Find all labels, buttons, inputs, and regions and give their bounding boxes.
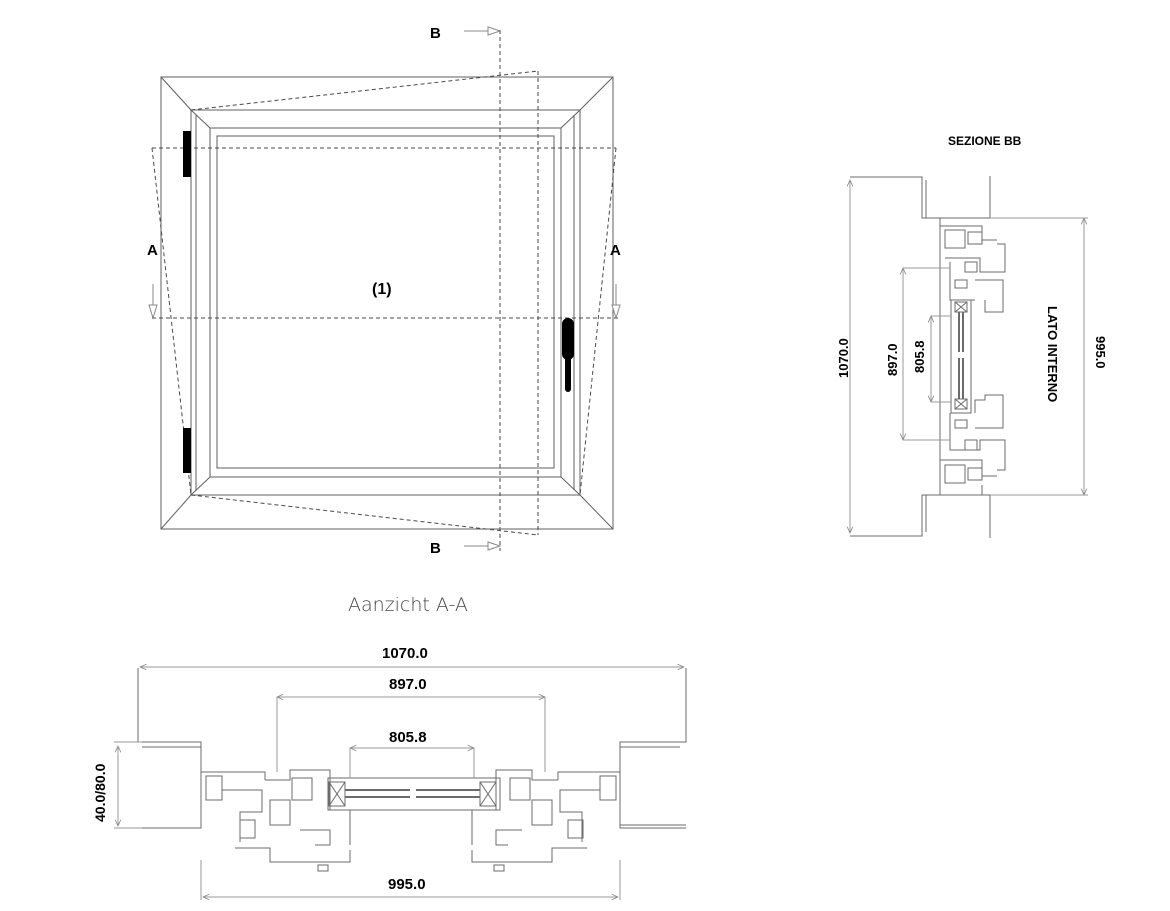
section-marker-a-left: A bbox=[147, 242, 158, 259]
section-bb-drawing bbox=[850, 176, 1006, 538]
frame-inner-edge bbox=[190, 109, 581, 496]
outer-frame bbox=[160, 76, 614, 530]
section-marker-b-bottom: B bbox=[430, 540, 441, 557]
section-aa-dim-sash: 897.0 bbox=[389, 676, 427, 693]
window-handle-lever bbox=[565, 352, 571, 392]
hinge-top bbox=[183, 131, 191, 177]
hardware bbox=[183, 131, 574, 473]
section-marker-a-right: A bbox=[610, 242, 621, 259]
hinge-bottom bbox=[183, 428, 191, 473]
section-aa-dim-depth: 40.0/80.0 bbox=[92, 763, 108, 822]
section-aa-dim-overall: 1070.0 bbox=[382, 645, 428, 662]
section-bb-dim-overall: 1070.0 bbox=[836, 338, 851, 378]
section-bb-inside-label: LATO INTERNO bbox=[1045, 306, 1060, 402]
sash-outer bbox=[190, 109, 581, 496]
window-handle-base bbox=[562, 318, 574, 360]
glass-pane bbox=[216, 135, 555, 469]
sash-bead bbox=[209, 127, 562, 478]
section-markers bbox=[148, 26, 621, 551]
section-bb-dimensions bbox=[850, 180, 1088, 533]
section-bb-title: SEZIONE BB bbox=[948, 134, 1022, 148]
view-title: Aanzicht A-A bbox=[348, 594, 468, 616]
section-marker-b-top: B bbox=[430, 25, 441, 42]
sash-number-label: (1) bbox=[372, 281, 392, 298]
section-bb-dim-sash: 897.0 bbox=[885, 343, 900, 376]
section-aa-drawing bbox=[137, 668, 687, 872]
section-bb-dim-glass: 805.8 bbox=[912, 340, 927, 373]
section-aa-dimensions bbox=[114, 667, 684, 900]
section-aa-dim-frame: 995.0 bbox=[388, 876, 426, 893]
section-bb-dim-frame: 995.0 bbox=[1093, 336, 1108, 369]
section-aa-dim-glass: 805.8 bbox=[389, 729, 427, 746]
front-elevation bbox=[160, 76, 614, 530]
